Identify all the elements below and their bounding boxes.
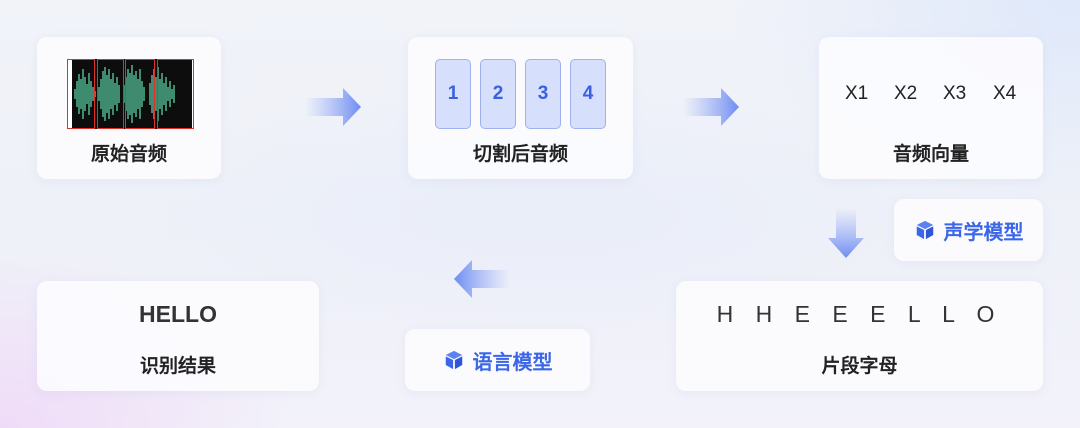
arrow-right-icon <box>683 88 739 126</box>
segment-letters-card: H H E E E L L O 片段字母 <box>676 281 1043 391</box>
cube-icon <box>916 220 933 240</box>
result-text: HELLO <box>139 301 217 327</box>
segment-tile-1: 1 <box>435 59 471 129</box>
cube-icon <box>445 350 462 370</box>
segment-tile-3: 3 <box>525 59 561 129</box>
result-card: HELLO 识别结果 <box>37 281 319 391</box>
split-audio-card: 1 2 3 4 切割后音频 <box>408 37 633 179</box>
segment-letters-text: H H E E E L L O <box>716 301 1003 327</box>
split-audio-label: 切割后音频 <box>472 143 568 165</box>
segment-tile-4: 4 <box>570 59 606 129</box>
vector-x2: X2 <box>894 83 918 104</box>
acoustic-model-label: 声学模型 <box>943 219 1024 244</box>
arrow-down-icon <box>828 208 864 258</box>
raw-audio-label: 原始音频 <box>90 143 167 165</box>
vector-x3: X3 <box>943 83 967 104</box>
segment-box-3 <box>125 59 155 129</box>
audio-vector-label: 音频向量 <box>892 143 969 165</box>
vector-x4: X4 <box>993 83 1017 104</box>
vector-x1: X1 <box>845 83 869 104</box>
segment-letters-label: 片段字母 <box>821 355 898 377</box>
segment-box-4 <box>157 59 194 129</box>
segment-box-1 <box>67 59 95 129</box>
acoustic-model-badge: 声学模型 <box>894 199 1043 261</box>
arrow-right-icon <box>305 88 361 126</box>
raw-audio-card: 原始音频 <box>37 37 221 179</box>
segment-box-2 <box>97 59 124 129</box>
arrow-left-icon <box>454 260 510 298</box>
language-model-badge: 语言模型 <box>405 329 590 391</box>
result-label: 识别结果 <box>139 355 216 377</box>
audio-vector-card: X1 X2 X3 X4 音频向量 <box>819 37 1043 179</box>
language-model-label: 语言模型 <box>472 349 553 374</box>
segment-tile-2: 2 <box>480 59 516 129</box>
